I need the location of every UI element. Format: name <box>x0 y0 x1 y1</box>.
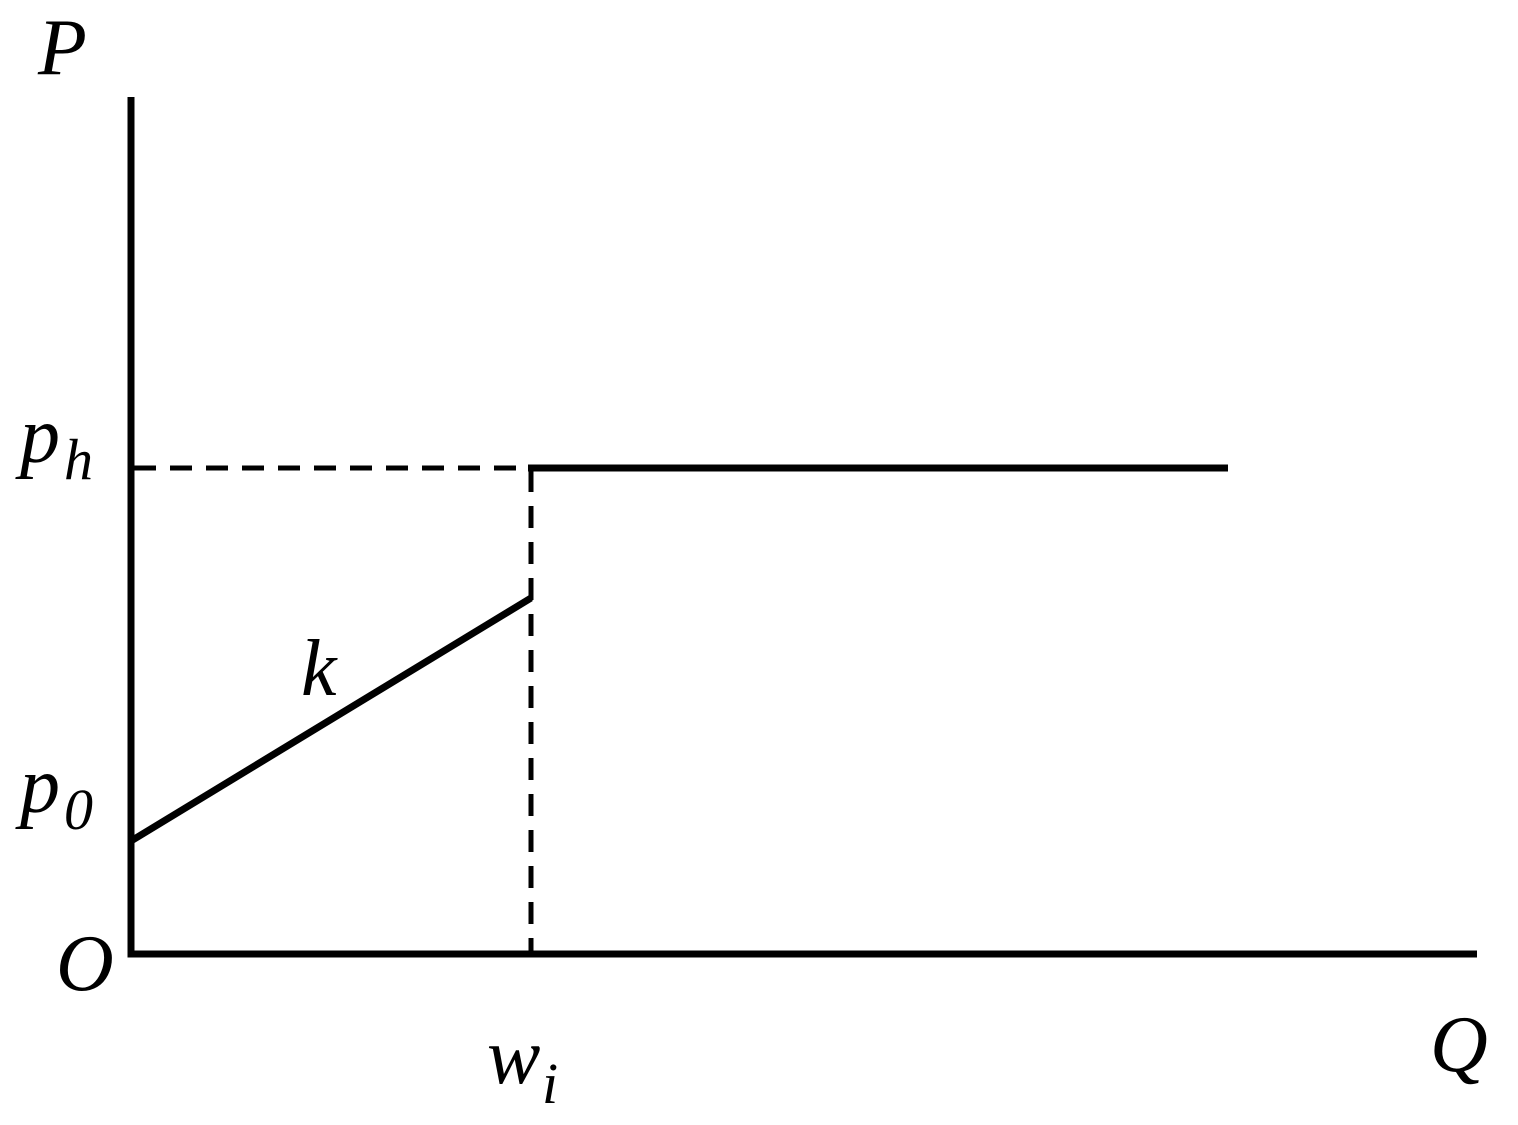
p0-label-subscript: 0 <box>64 777 93 842</box>
wi-label: w i <box>487 1013 558 1116</box>
ph-label-subscript: h <box>64 427 93 492</box>
p0-label: p 0 <box>15 742 93 842</box>
x-axis-label: Q <box>1430 1001 1488 1089</box>
origin-label: O <box>56 920 114 1008</box>
ph-label: p h <box>15 392 93 492</box>
wi-label-base: w <box>487 1013 540 1101</box>
wi-label-subscript: i <box>542 1051 558 1116</box>
y-axis-label: P <box>37 4 87 92</box>
slope-label: k <box>301 625 338 713</box>
sloped-price-segment <box>129 595 533 844</box>
p0-label-base: p <box>15 742 60 830</box>
ph-label-base: p <box>15 392 60 480</box>
